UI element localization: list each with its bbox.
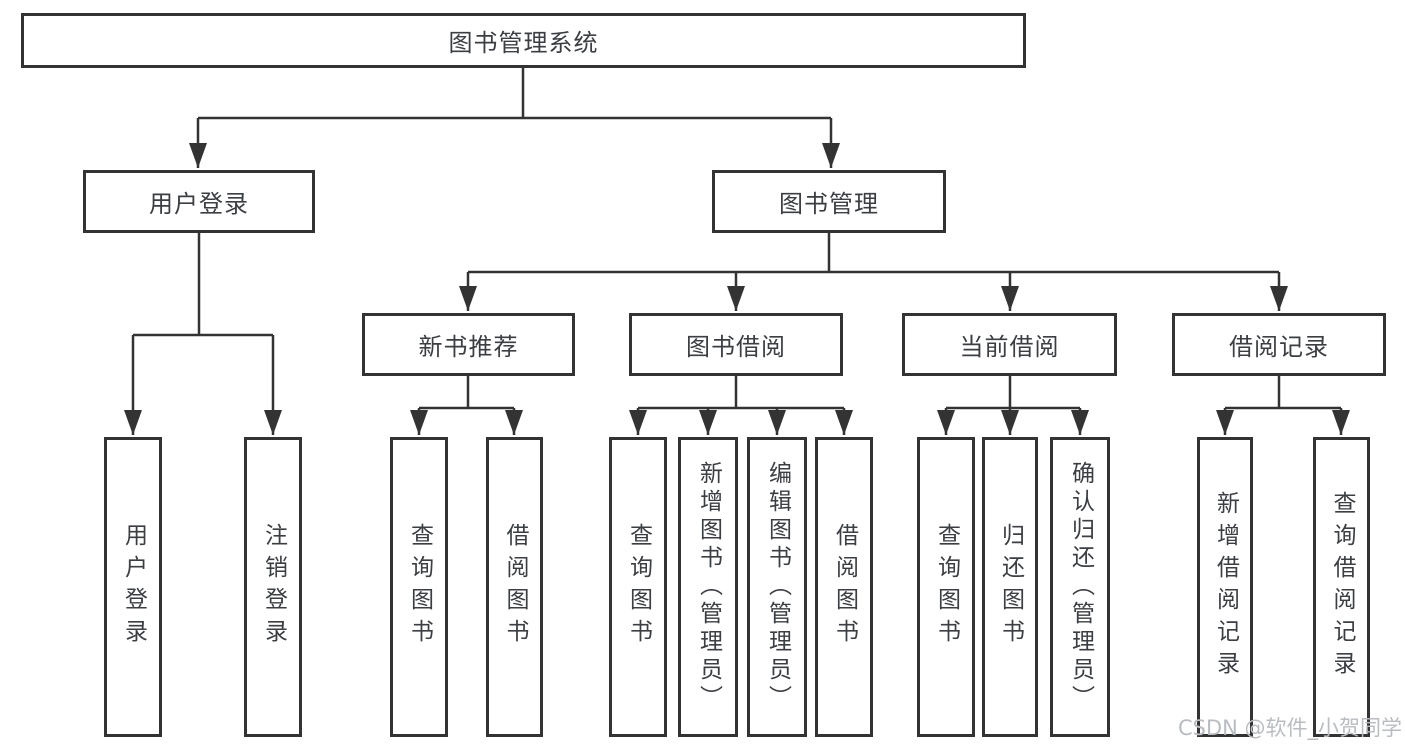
leaf-query-books-3-label: 查询图书 [933,523,960,651]
node-user-login: 用户登录 [83,170,315,233]
leaf-add-borrow-record: 新增借阅记录 [1197,437,1253,737]
node-new-book-recommend-label: 新书推荐 [418,333,519,361]
leaf-query-borrow-record: 查询借阅记录 [1313,437,1370,737]
leaf-add-book-admin-label: 新增图书（管理员） [695,461,722,713]
leaf-return-books-label: 归还图书 [997,523,1024,651]
leaf-user-login: 用户登录 [104,437,162,737]
leaf-add-borrow-record-label: 新增借阅记录 [1212,491,1239,683]
node-book-management: 图书管理 [712,170,946,233]
leaf-borrow-books-2-label: 借阅图书 [831,523,858,651]
leaf-query-books-1-label: 查询图书 [406,523,433,651]
node-book-borrowing: 图书借阅 [629,313,843,376]
node-user-login-label: 用户登录 [149,190,249,218]
node-book-borrowing-label: 图书借阅 [686,333,786,361]
leaf-add-book-admin: 新增图书（管理员） [678,437,738,737]
node-borrow-records-label: 借阅记录 [1229,333,1329,361]
leaf-user-login-label: 用户登录 [120,523,147,651]
leaf-query-borrow-record-label: 查询借阅记录 [1329,491,1355,683]
leaf-return-books: 归还图书 [982,437,1038,737]
leaf-query-books-3: 查询图书 [917,437,975,737]
node-root-label: 图书管理系统 [448,29,599,57]
leaf-edit-book-admin: 编辑图书（管理员） [747,437,807,737]
node-root: 图书管理系统 [21,13,1026,68]
leaf-borrow-books-1-label: 借阅图书 [502,523,528,651]
leaf-confirm-return-admin: 确认归还（管理员） [1050,437,1110,737]
leaf-borrow-books-1: 借阅图书 [486,437,543,737]
leaf-confirm-return-admin-label: 确认归还（管理员） [1067,461,1094,713]
node-new-book-recommend: 新书推荐 [362,313,575,376]
leaf-query-books-2: 查询图书 [609,437,667,737]
watermark: CSDN @软件_小贺同学 [1178,716,1403,740]
leaf-edit-book-admin-label: 编辑图书（管理员） [764,461,791,713]
node-current-borrowing: 当前借阅 [902,313,1117,376]
node-current-borrowing-label: 当前借阅 [959,333,1060,361]
leaf-logout: 注销登录 [244,437,302,737]
node-borrow-records: 借阅记录 [1172,313,1386,376]
leaf-query-books-1: 查询图书 [390,437,448,737]
leaf-logout-label: 注销登录 [260,523,287,651]
node-book-management-label: 图书管理 [779,190,879,218]
leaf-borrow-books-2: 借阅图书 [815,437,873,737]
leaf-query-books-2-label: 查询图书 [625,523,652,651]
